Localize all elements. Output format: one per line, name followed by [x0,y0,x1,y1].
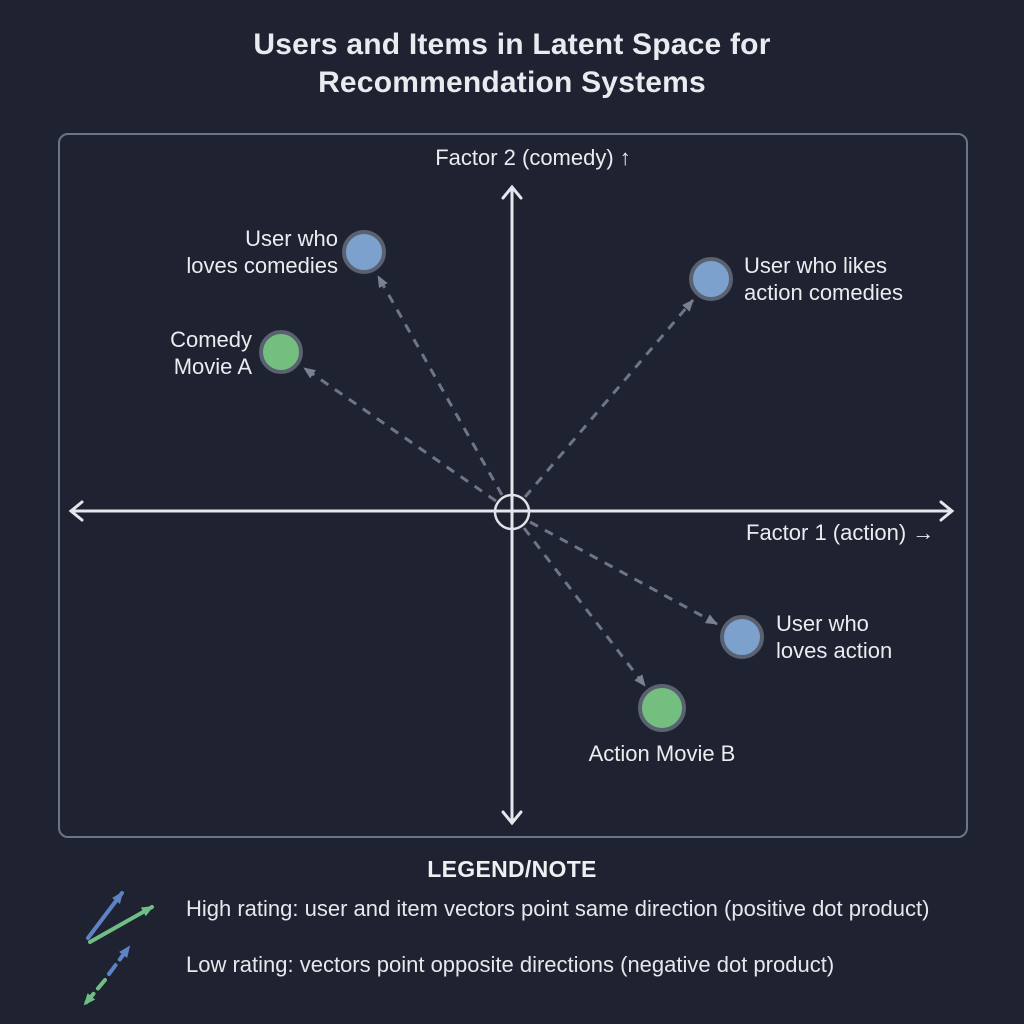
label-user-loves-comedies: User who loves comedies [138,225,338,279]
label-user-likes-action-comedies-line2: action comedies [744,280,903,305]
point-user-likes-action-comedies [689,257,733,301]
same-direction-arrows-icon [86,891,154,944]
label-action-movie-b: Action Movie B [562,740,762,767]
label-user-loves-comedies-line2: loves comedies [186,253,338,278]
legend-low-rating-text: Low rating: vectors point opposite direc… [186,952,835,977]
origin-marker [493,493,531,531]
vector-user-loves-action [529,520,718,626]
point-user-loves-comedies [342,230,386,274]
page-title-line2: Recommendation Systems [318,66,706,99]
vector-user-loves-comedies [376,275,504,496]
point-action-movie-b [638,684,686,732]
page-title-line1: Users and Items in Latent Space for [253,28,771,61]
label-comedy-movie-a: Comedy Movie A [102,326,252,380]
label-action-movie-b-line1: Action Movie B [588,741,736,766]
point-user-loves-action [720,615,764,659]
point-comedy-movie-a [259,330,303,374]
legend-high-rating-text: High rating: user and item vectors point… [186,896,930,921]
vector-comedy-movie-a [303,366,497,503]
label-comedy-movie-a-line2: Movie A [173,354,252,379]
plot-frame [58,133,968,838]
x-axis-right-arrowhead-icon [939,500,955,522]
label-user-loves-comedies-line1: User who [245,226,338,251]
label-user-loves-action: User who loves action [776,610,956,664]
y-axis-down-arrowhead-icon [501,810,523,826]
x-axis-label: Factor 1 (action) → [746,520,935,545]
y-axis-label: Factor 2 (comedy) ↑ [435,145,631,170]
page-title: Users and Items in Latent Space for Reco… [0,26,1024,102]
vector-user-likes-action-comedies [523,299,695,498]
label-user-loves-action-line1: User who [776,611,869,636]
legend-heading: LEGEND/NOTE [427,856,597,882]
vector-action-movie-b [522,527,647,687]
label-user-likes-action-comedies-line1: User who likes [744,253,888,278]
label-user-likes-action-comedies: User who likes action comedies [744,252,964,306]
y-axis-up-arrowhead-icon [501,184,523,200]
label-user-loves-action-line2: loves action [776,638,893,663]
label-comedy-movie-a-line1: Comedy [170,327,252,352]
x-axis-left-arrowhead-icon [68,500,84,522]
opposite-direction-arrows-icon [83,945,131,1006]
